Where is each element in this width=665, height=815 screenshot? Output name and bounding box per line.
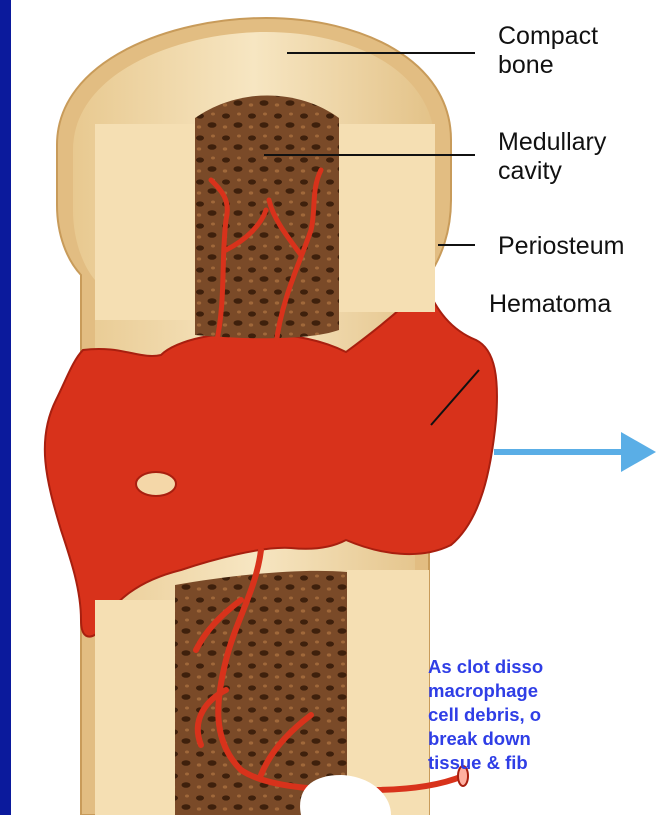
label-medullary-cavity: Medullary cavity — [498, 128, 606, 186]
medullary-cavity-upper — [195, 95, 339, 338]
label-periosteum: Periosteum — [498, 232, 624, 261]
process-arrow — [494, 432, 656, 472]
diagram-panel: Compact bone Medullary cavity Periosteum… — [11, 0, 665, 815]
label-hematoma: Hematoma — [489, 290, 611, 319]
caption-text: As clot disso macrophage cell debris, o … — [428, 655, 543, 775]
bone-fracture-illustration — [11, 0, 665, 815]
label-compact-bone: Compact bone — [498, 22, 598, 80]
